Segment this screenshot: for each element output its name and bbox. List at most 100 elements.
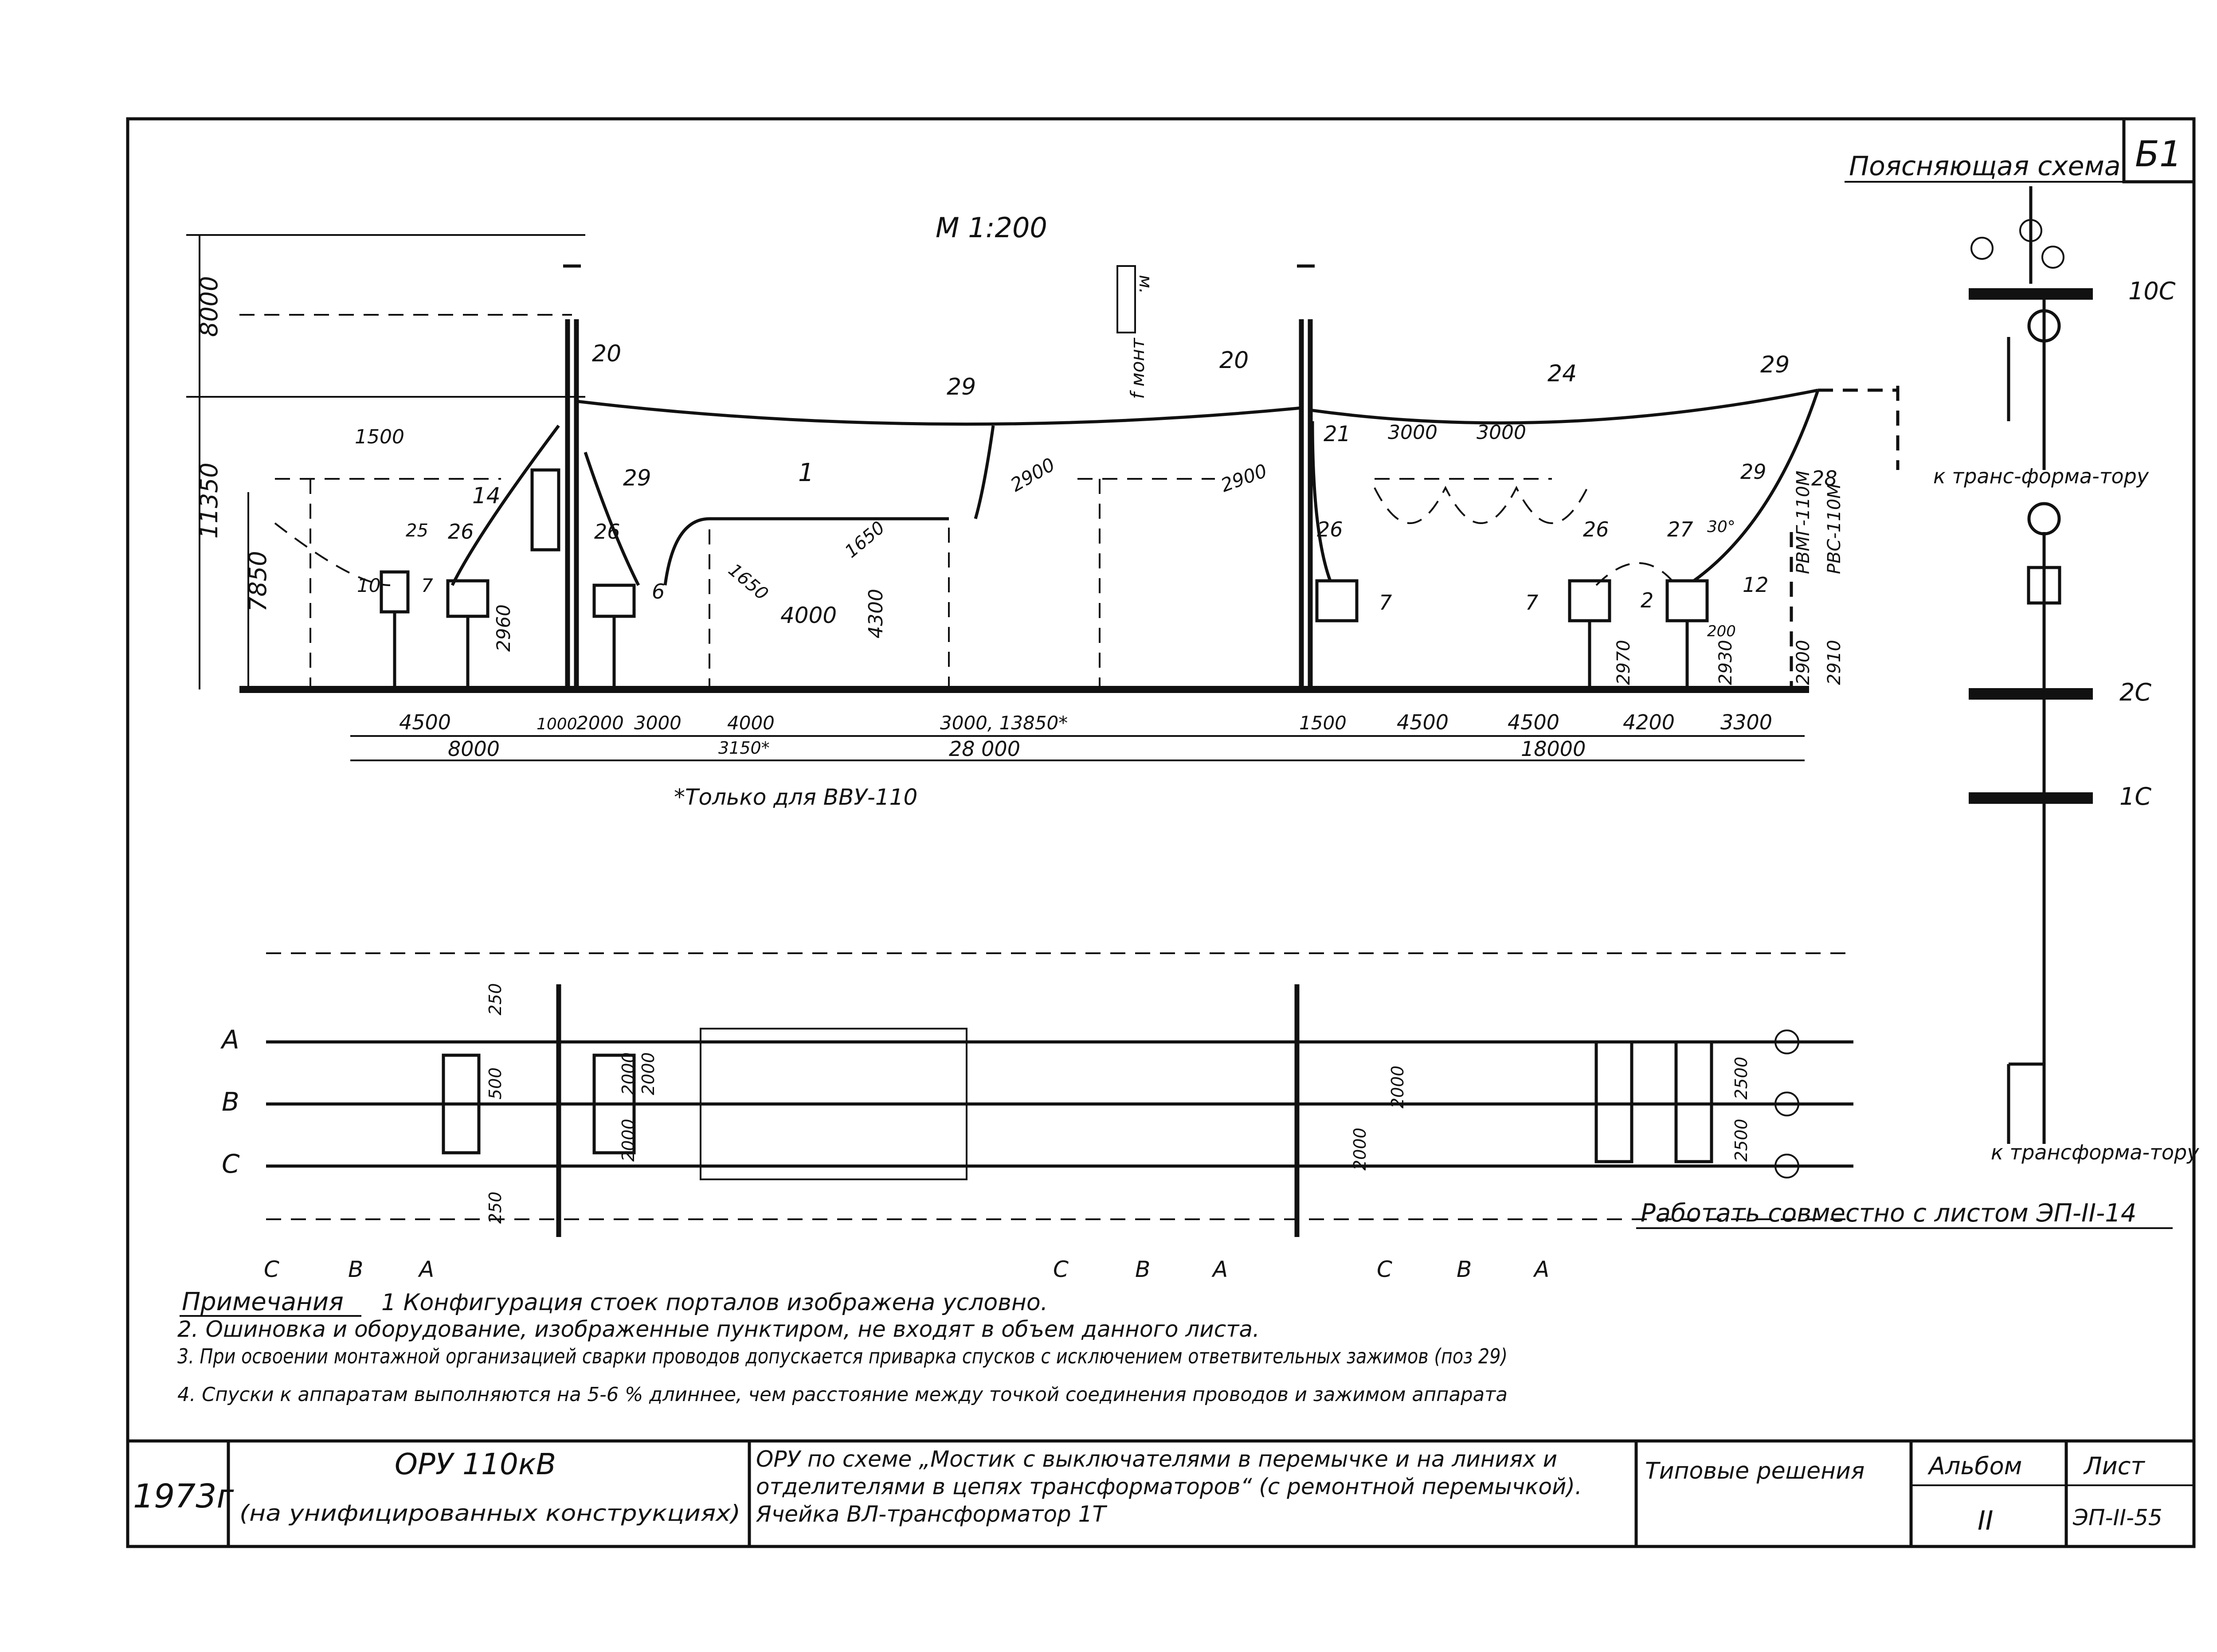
note-3: 3. При освоении монтажной организацией с… (177, 1344, 1508, 1368)
pos-26d: 26 (1583, 517, 1609, 541)
tb-album-value: II (1978, 1505, 1993, 1536)
apparatus-26b (592, 583, 636, 618)
mount-label: f монт (1127, 337, 1148, 399)
dashed-sag-3 (1595, 562, 1677, 586)
bus-link-1 (663, 517, 949, 586)
notes-title: Примечания (182, 1288, 344, 1316)
m-label: м. (1135, 275, 1156, 294)
note-2: 2. Ошиновка и оборудование, изображенные… (177, 1316, 1260, 1342)
tb-name-sub: (на унифицированных конструкциях) (239, 1500, 740, 1526)
plan-group-1-c: C (264, 1257, 279, 1282)
pos-26a: 26 (448, 520, 474, 544)
pos-26c: 26 (1317, 517, 1343, 541)
plan-group-3-b: B (1457, 1257, 1472, 1282)
bus-1c-label: 1С (2119, 783, 2151, 810)
plan-group-3-a: A (1533, 1257, 1549, 1282)
tb-year: 1973г (133, 1477, 234, 1515)
dim-18000: 18000 (1521, 737, 1586, 761)
sl-ct-3 (2041, 246, 2064, 269)
sheet-code-box (2122, 117, 2196, 184)
pos-25: 25 (406, 521, 428, 541)
angle-30: 30° (1707, 518, 1735, 536)
plan-breaker (700, 1028, 967, 1180)
sl-breaker-2 (2027, 502, 2061, 536)
sheet-code: Б1 (2135, 133, 2182, 175)
pos-27: 27 (1667, 517, 1693, 541)
apparatus-26c (1315, 579, 1359, 622)
plan-view: A B C 250 500 2000 2000 2000 250 2000 20… (220, 952, 1853, 1282)
plan-group-3-c: C (1377, 1257, 1392, 1282)
note-4: 4. Спуски к аппаратам выполняются на 5-6… (177, 1383, 1508, 1406)
pos-29-left: 29 (623, 465, 651, 491)
bus-2c-label: 2С (2119, 678, 2151, 706)
arrester-rvmg: РВМГ-110М (1793, 470, 1814, 574)
pos-29-mid: 29 (947, 374, 976, 400)
span-2900a: 2900 (1007, 454, 1059, 496)
span-1650b: 1650 (841, 517, 889, 562)
sl-separator (2027, 566, 2061, 605)
dim-2910: 2910 (1824, 640, 1845, 685)
dim-2930: 2930 (1716, 640, 1736, 685)
dim-3150: 3150* (718, 738, 770, 758)
plan-group-2-b: B (1135, 1257, 1150, 1282)
dashed-sag-2 (1374, 485, 1588, 524)
dashed-sag-1 (274, 522, 391, 586)
span-1650a: 1650 (725, 560, 772, 604)
plan-arrester-c (1774, 1154, 1799, 1178)
span-3000b: 3000 (1477, 421, 1526, 444)
drop-21 (1311, 421, 1332, 582)
plan-arrester-a (1774, 1030, 1799, 1054)
pos-20-left: 20 (592, 341, 621, 367)
dim-11350: 11350 (195, 462, 223, 539)
single-line-diagram: 10С 2С 1С к трансформа-тору (1969, 186, 2199, 1164)
tb-album-label: Альбом (1927, 1452, 2022, 1480)
dim-2900: 2900 (1793, 640, 1814, 685)
pos-7b: 7 (1379, 591, 1392, 615)
dim-1500: 1500 (1299, 712, 1347, 734)
dim-4000: 4000 (727, 712, 775, 734)
title-block: 1973г ОРУ 110кВ (на унифицированных конс… (128, 1439, 2194, 1546)
tb-series: Типовые решения (1645, 1458, 1864, 1484)
drop-29b (974, 425, 995, 519)
plan-dim-2000a: 2000 (619, 1052, 638, 1095)
tb-description: ОРУ по схеме „Мостик с выключателями в п… (756, 1446, 1582, 1527)
span-3000a: 3000 (1388, 421, 1438, 444)
plan-phase-c-label: C (222, 1149, 240, 1179)
bus-10c-label: 10С (2128, 277, 2176, 305)
dim-200: 200 (1707, 622, 1736, 640)
dim-2960: 2960 (493, 604, 514, 652)
plan-group-2-a: A (1211, 1257, 1228, 1282)
pos-2: 2 (1641, 588, 1653, 612)
plan-apparatus-2 (592, 1053, 636, 1155)
section-view: 8000 11350 7850 (186, 234, 2149, 810)
dim-7850: 7850 (244, 551, 272, 612)
plan-dim-2000d: 2000 (1388, 1065, 1407, 1108)
pos-29-right: 29 (1760, 352, 1790, 378)
apparatus-26a (446, 579, 490, 618)
pos-20-right: 20 (1219, 347, 1249, 374)
tb-sheet-value: ЭП-II-55 (2072, 1505, 2162, 1531)
span-4000: 4000 (780, 603, 837, 628)
plan-apparatus-3 (1594, 1040, 1633, 1163)
pos-1: 1 (798, 458, 814, 487)
pos-10: 10 (357, 575, 380, 596)
sl-trafo-label: к трансформа-тору (1991, 1140, 2199, 1164)
plan-dim-2500b: 2500 (1731, 1119, 1751, 1162)
drop-14 (450, 424, 560, 586)
plan-dim-250b: 250 (486, 1191, 505, 1224)
dim-4500c: 4500 (1508, 710, 1559, 734)
dim-1000: 1000 (537, 715, 577, 733)
dim-3300: 3300 (1720, 710, 1772, 734)
pos-28: 28 (1811, 466, 1837, 490)
dim-4200: 4200 (1623, 710, 1675, 734)
plan-dim-2000b: 2000 (638, 1052, 658, 1095)
dim-4300: 4300 (865, 589, 887, 638)
dim-2970: 2970 (1614, 640, 1634, 685)
apparatus-10 (380, 570, 410, 614)
plan-group-2-c: C (1053, 1257, 1069, 1282)
sl-breaker-1 (2027, 309, 2061, 343)
dim-4500a: 4500 (399, 710, 451, 734)
span-1500: 1500 (355, 426, 404, 448)
dim-4500b: 4500 (1397, 710, 1449, 734)
sl-ct-1 (1970, 237, 1994, 260)
